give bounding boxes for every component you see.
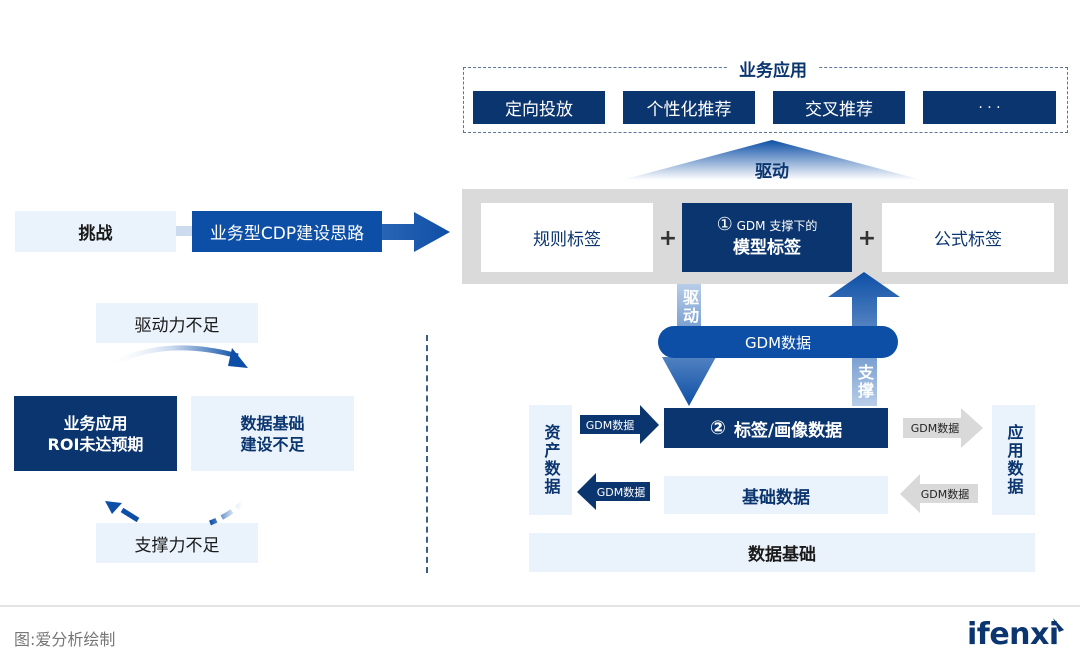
circled-one-icon: ① (716, 214, 733, 235)
cycle-arrowhead-top (228, 348, 248, 368)
cycle-arc-bottom (209, 498, 248, 526)
base-to-asset-arrow (577, 473, 650, 510)
footer-divider (0, 605, 1080, 607)
approach-box: 业务型CDP建设思路 (192, 211, 382, 252)
ifenxi-logo: ifenxi (967, 617, 1059, 652)
approach-arrow-shape (382, 212, 450, 252)
cycle-arrowhead-bottom (105, 501, 122, 514)
tag-to-app-arrow (903, 408, 983, 448)
drive-triangle-shape (622, 140, 922, 180)
asset-to-tag-arrow (580, 405, 659, 444)
business-apps-title: 业务应用 (728, 56, 818, 81)
base-data-box: 基础数据 (664, 476, 888, 514)
section-divider (426, 335, 428, 573)
challenge-connector (176, 226, 192, 236)
cycle-top-label: 驱动力不足 (134, 315, 220, 336)
app-item-targeted-delivery: 定向投放 (473, 91, 605, 124)
base-to-asset-label: GDM数据 (596, 485, 646, 499)
model-tags-subtitle: ① GDM 支撑下的 (716, 214, 818, 235)
cycle-right-line-2: 建设不足 (240, 434, 305, 454)
app-item-more: · · · (923, 91, 1056, 124)
approach-label: 业务型CDP建设思路 (209, 224, 365, 244)
cycle-top-label-box: 驱动力不足 (96, 303, 258, 343)
app-item-cross-recommendation: 交叉推荐 (773, 91, 905, 124)
asset-data-box: 资产数据 (529, 405, 572, 515)
cycle-arc-top (104, 345, 239, 371)
asset-to-tag-label: GDM数据 (585, 418, 635, 432)
formula-tags-box: 公式标签 (882, 203, 1054, 272)
cycle-left-line-1: 业务应用 (63, 413, 128, 433)
model-tags-title: 模型标签 (733, 238, 801, 258)
footer-caption: 图:爱分析绘制 (14, 630, 116, 649)
gdm-data-pill: GDM数据 (658, 326, 898, 358)
data-foundation-box: 数据基础 (529, 533, 1035, 572)
circled-two-icon: ② (709, 417, 726, 439)
cycle-right-box: 数据基础 建设不足 (191, 396, 354, 471)
cycle-left-line-2: ROI未达预期 (47, 434, 144, 454)
cycle-right-line-1: 数据基础 (240, 413, 305, 433)
drive-vertical-label: 驱动 (680, 289, 699, 325)
cycle-left-box: 业务应用 ROI未达预期 (14, 396, 177, 471)
plus-sign-1: + (658, 225, 678, 251)
tag-to-app-label: GDM数据 (910, 422, 960, 435)
app-item-personalized-recommendation: 个性化推荐 (623, 91, 755, 124)
app-to-base-arrow (900, 474, 978, 513)
app-to-base-label: GDM数据 (920, 487, 970, 501)
challenge-box: 挑战 (15, 211, 176, 252)
drive-label: 驱动 (755, 161, 789, 182)
challenge-label: 挑战 (78, 224, 113, 244)
cycle-arc-bottom-dashes (120, 507, 140, 523)
cycle-bottom-label-box: 支撑力不足 (96, 523, 258, 563)
plus-sign-2: + (857, 225, 877, 251)
tag-profile-box: ② 标签/画像数据 (664, 408, 888, 448)
app-data-box: 应用数据 (992, 405, 1035, 515)
rule-tags-box: 规则标签 (481, 203, 653, 272)
cycle-bottom-label: 支撑力不足 (134, 535, 220, 556)
model-tags-box: ① GDM 支撑下的 模型标签 (682, 203, 852, 272)
support-vertical-label: 支撑 (855, 364, 874, 400)
